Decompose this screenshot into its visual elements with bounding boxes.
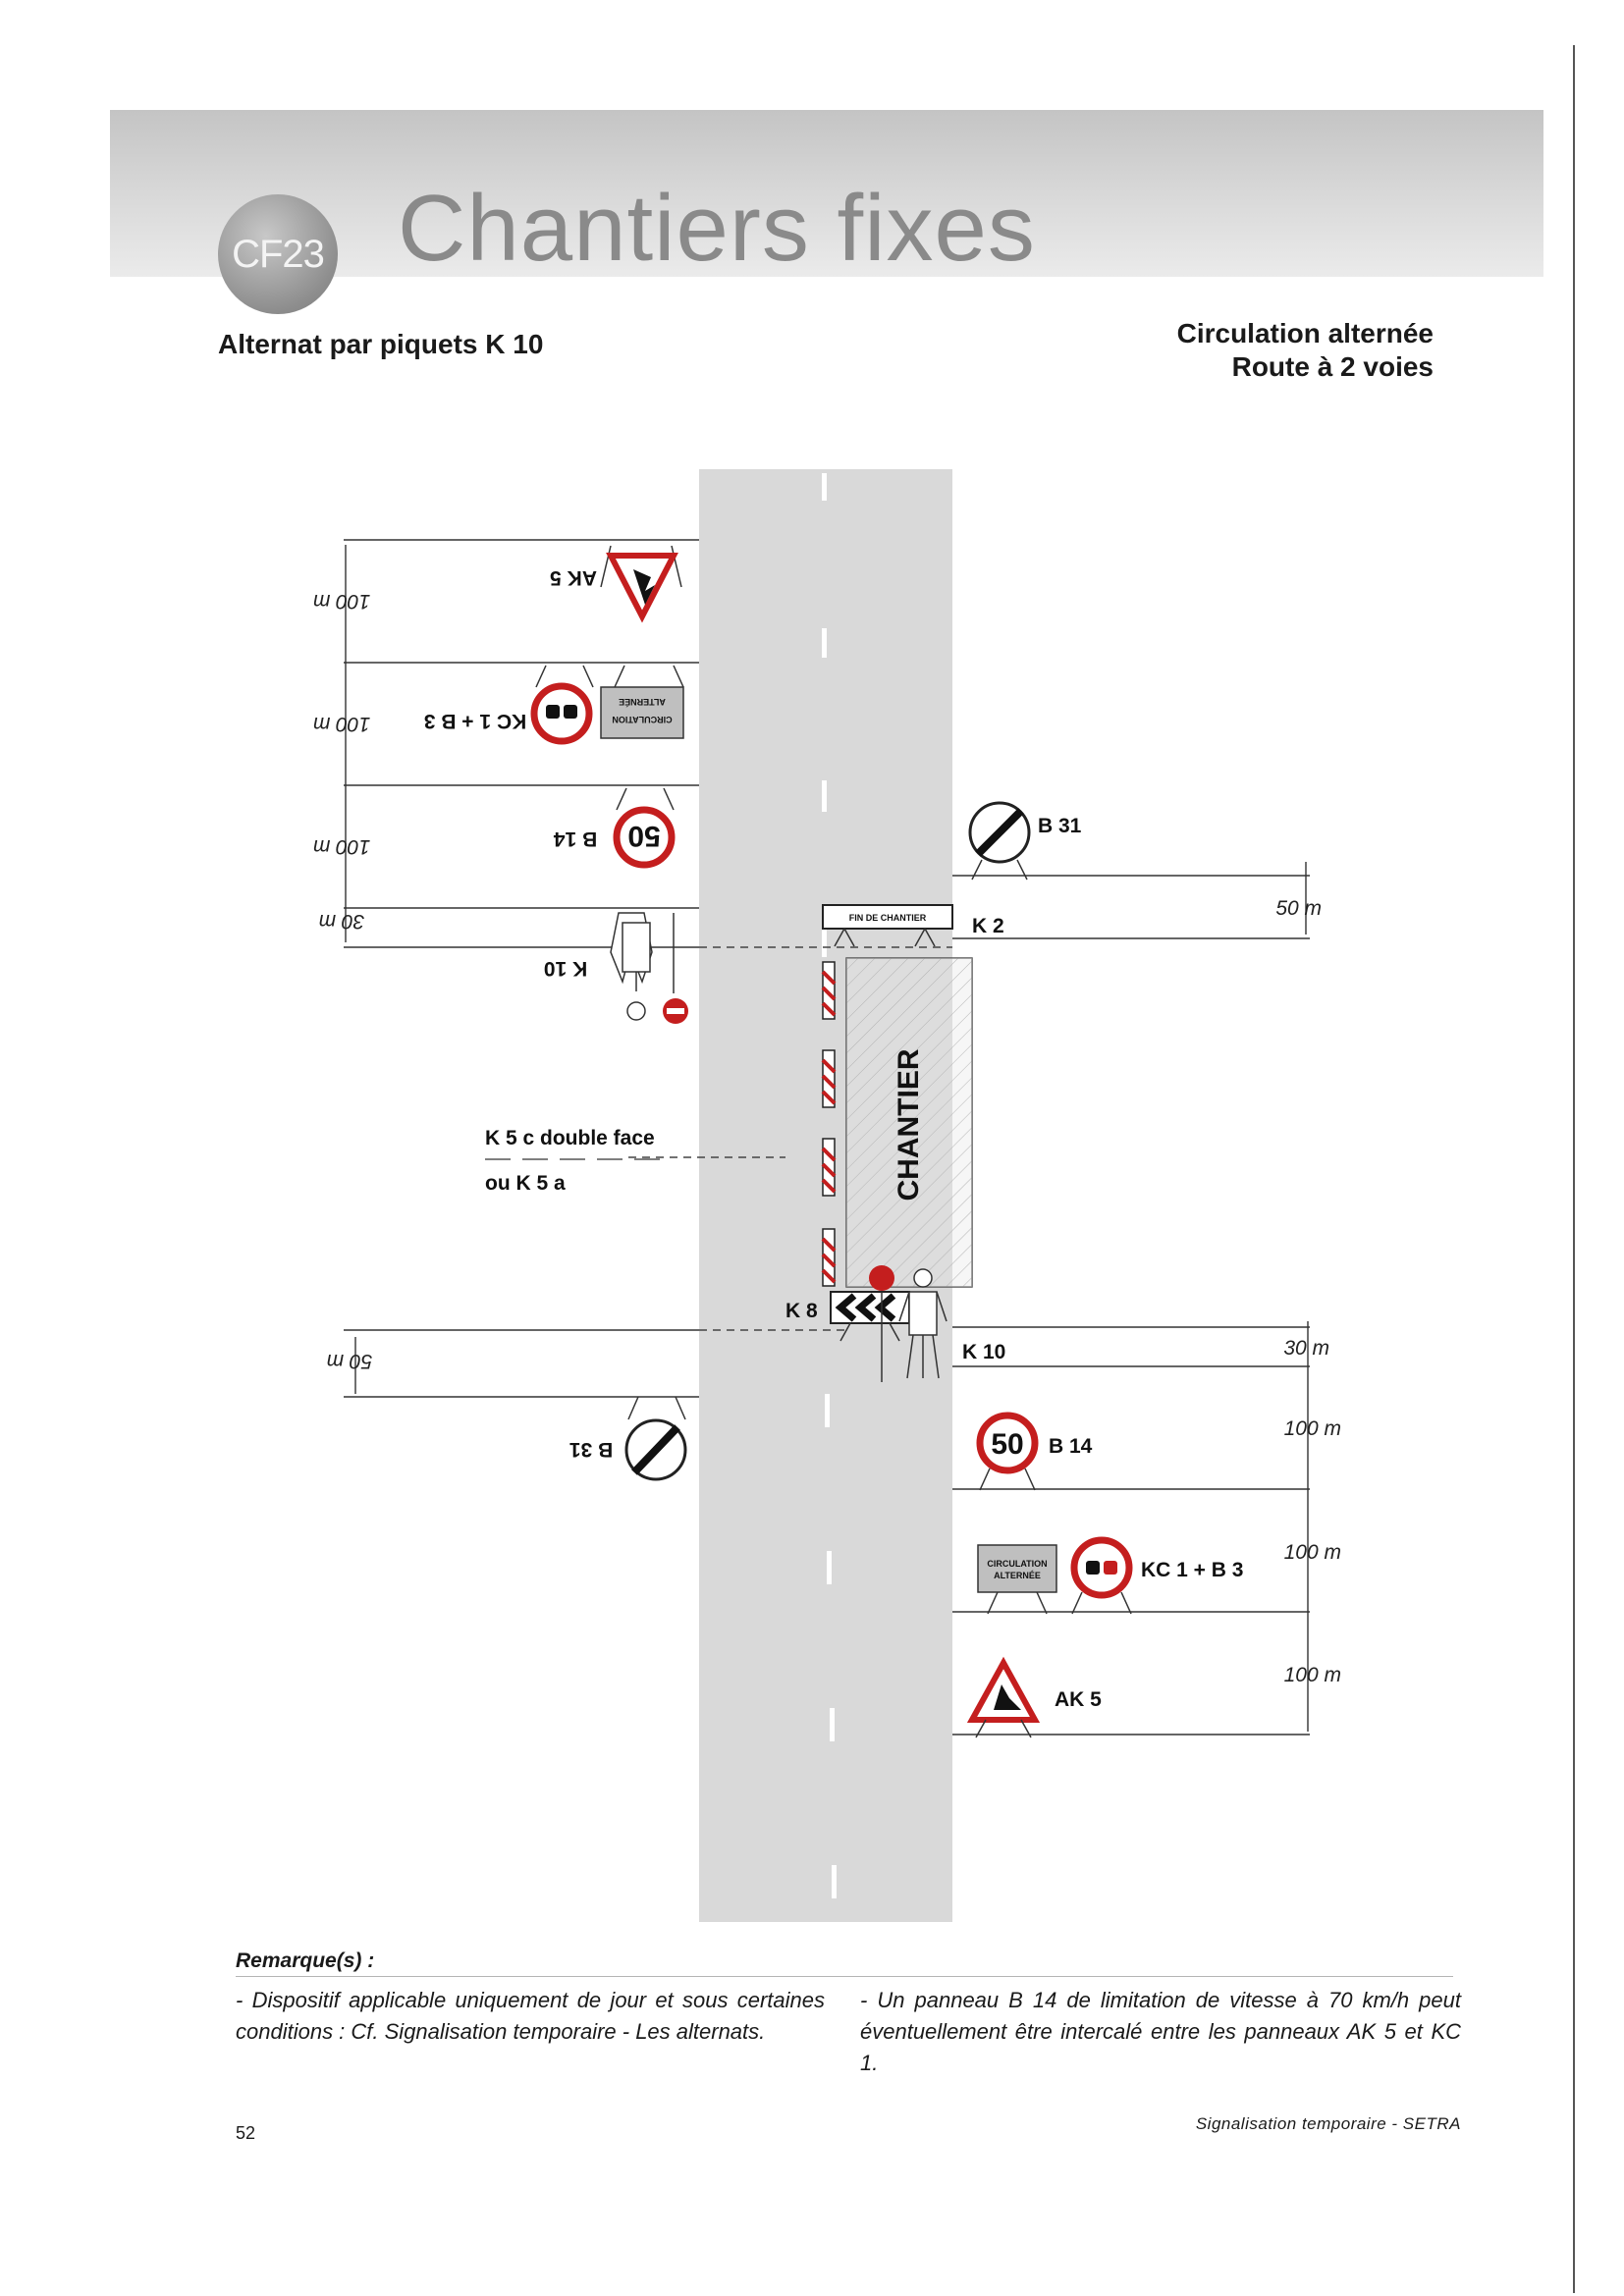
diagram-subtitle: Alternat par piquets K 10 (218, 329, 544, 359)
k5-label-1: K 5 c double face (485, 1127, 655, 1149)
right-k10-label: K 10 (962, 1341, 1005, 1363)
right-k2-sign: FIN DE CHANTIER K 2 (822, 904, 1004, 947)
context-line-2: Route à 2 voies (1231, 351, 1434, 382)
left-b31-label: B 31 (569, 1438, 614, 1461)
right-distance-labels: 50 m 30 m 100 m 100 m 100 m (1275, 897, 1341, 1686)
right-dist-100b: 100 m (1284, 1541, 1341, 1564)
left-panel-text-2: CIRCULATION (612, 715, 672, 724)
context-line-1: Circulation alternée (1176, 318, 1434, 348)
left-dist-2: 100 m (313, 713, 370, 735)
right-dimension-lines (952, 862, 1310, 1735)
worker-icon (994, 1684, 1021, 1710)
right-b14-sign: 50 B 14 (976, 1412, 1093, 1491)
work-zone: CHANTIER (845, 957, 973, 1288)
right-speed-value: 50 (991, 1428, 1023, 1461)
right-ak5-label: AK 5 (1055, 1688, 1102, 1711)
right-k2-label: K 2 (972, 915, 1004, 937)
left-speed-value: 50 (627, 820, 660, 852)
page-number: 52 (236, 2123, 256, 2143)
left-b31-sign: B 31 (569, 1396, 687, 1481)
no-overtaking-icon (1070, 1536, 1133, 1599)
left-dist-5: 50 m (327, 1350, 373, 1372)
k5-cones (821, 961, 837, 1287)
left-ak5-label: AK 5 (550, 566, 597, 589)
header-band (110, 110, 1543, 277)
right-b31-label: B 31 (1038, 815, 1082, 837)
section-badge: CF23 (218, 194, 338, 314)
right-dist-30: 30 m (1283, 1337, 1329, 1360)
right-b14-label: B 14 (1049, 1435, 1093, 1458)
left-dimension-lines (344, 539, 699, 1398)
chantier-boundary-dashed (628, 946, 952, 1331)
right-panel-text-2: ALTERNÉE (994, 1571, 1041, 1580)
speed-limit-icon (976, 1412, 1039, 1474)
page-title: Chantiers fixes (398, 176, 1036, 281)
right-dist-50: 50 m (1275, 897, 1322, 920)
left-b14-label: B 14 (554, 828, 598, 850)
left-dist-3: 100 m (313, 835, 370, 858)
left-b14-sign: 50 B 14 (554, 787, 676, 869)
right-ak5-sign: AK 5 (966, 1656, 1102, 1738)
no-overtaking-icon (530, 682, 593, 745)
stop-disc-icon (869, 1265, 894, 1291)
left-kc1-b3-signs: ALTERNÉE CIRCULATION KC 1 + B 3 (424, 665, 684, 745)
remark-left: - Dispositif applicable uniquement de jo… (236, 1988, 825, 2044)
fin-chantier-text: FIN DE CHANTIER (849, 913, 927, 923)
remarks-divider (236, 1976, 1453, 1977)
right-k8-label: K 8 (785, 1300, 818, 1322)
right-panel-text-1: CIRCULATION (987, 1559, 1047, 1569)
k5-label-2: ou K 5 a (485, 1172, 566, 1195)
right-dist-100a: 100 m (1284, 1417, 1341, 1440)
page-margin-line (1573, 45, 1575, 2293)
left-panel-text-1: ALTERNÉE (619, 697, 666, 707)
worker-icon (633, 569, 655, 605)
right-kc1-b3-signs: CIRCULATION ALTERNÉE KC 1 + B 3 (977, 1536, 1243, 1615)
right-b31-sign: B 31 (968, 801, 1082, 881)
left-dist-1: 100 m (313, 590, 370, 613)
road-centre-line (822, 473, 837, 1898)
left-distance-labels: 100 m 100 m 100 m 30 m 50 m (313, 590, 373, 1372)
diagram-context: Circulation alternée Route à 2 voies (1177, 317, 1434, 384)
left-dist-4: 30 m (319, 910, 365, 933)
right-kc1-b3-label: KC 1 + B 3 (1141, 1559, 1243, 1581)
left-k10-flagman: K 10 (544, 912, 688, 1024)
left-k10-label: K 10 (544, 957, 587, 980)
right-k10-flagman: K 10 (869, 1265, 1005, 1382)
speed-limit-icon (613, 806, 676, 869)
right-dist-100c: 100 m (1284, 1664, 1341, 1686)
work-zone-label: CHANTIER (893, 1048, 925, 1201)
remark-right: - Un panneau B 14 de limitation de vites… (860, 1988, 1461, 2075)
remarks-title: Remarque(s) : (236, 1949, 375, 1972)
left-ak5-sign: AK 5 (550, 545, 682, 623)
left-kc1-b3-label: KC 1 + B 3 (424, 710, 526, 732)
footer-source: Signalisation temporaire - SETRA (1195, 2114, 1461, 2133)
